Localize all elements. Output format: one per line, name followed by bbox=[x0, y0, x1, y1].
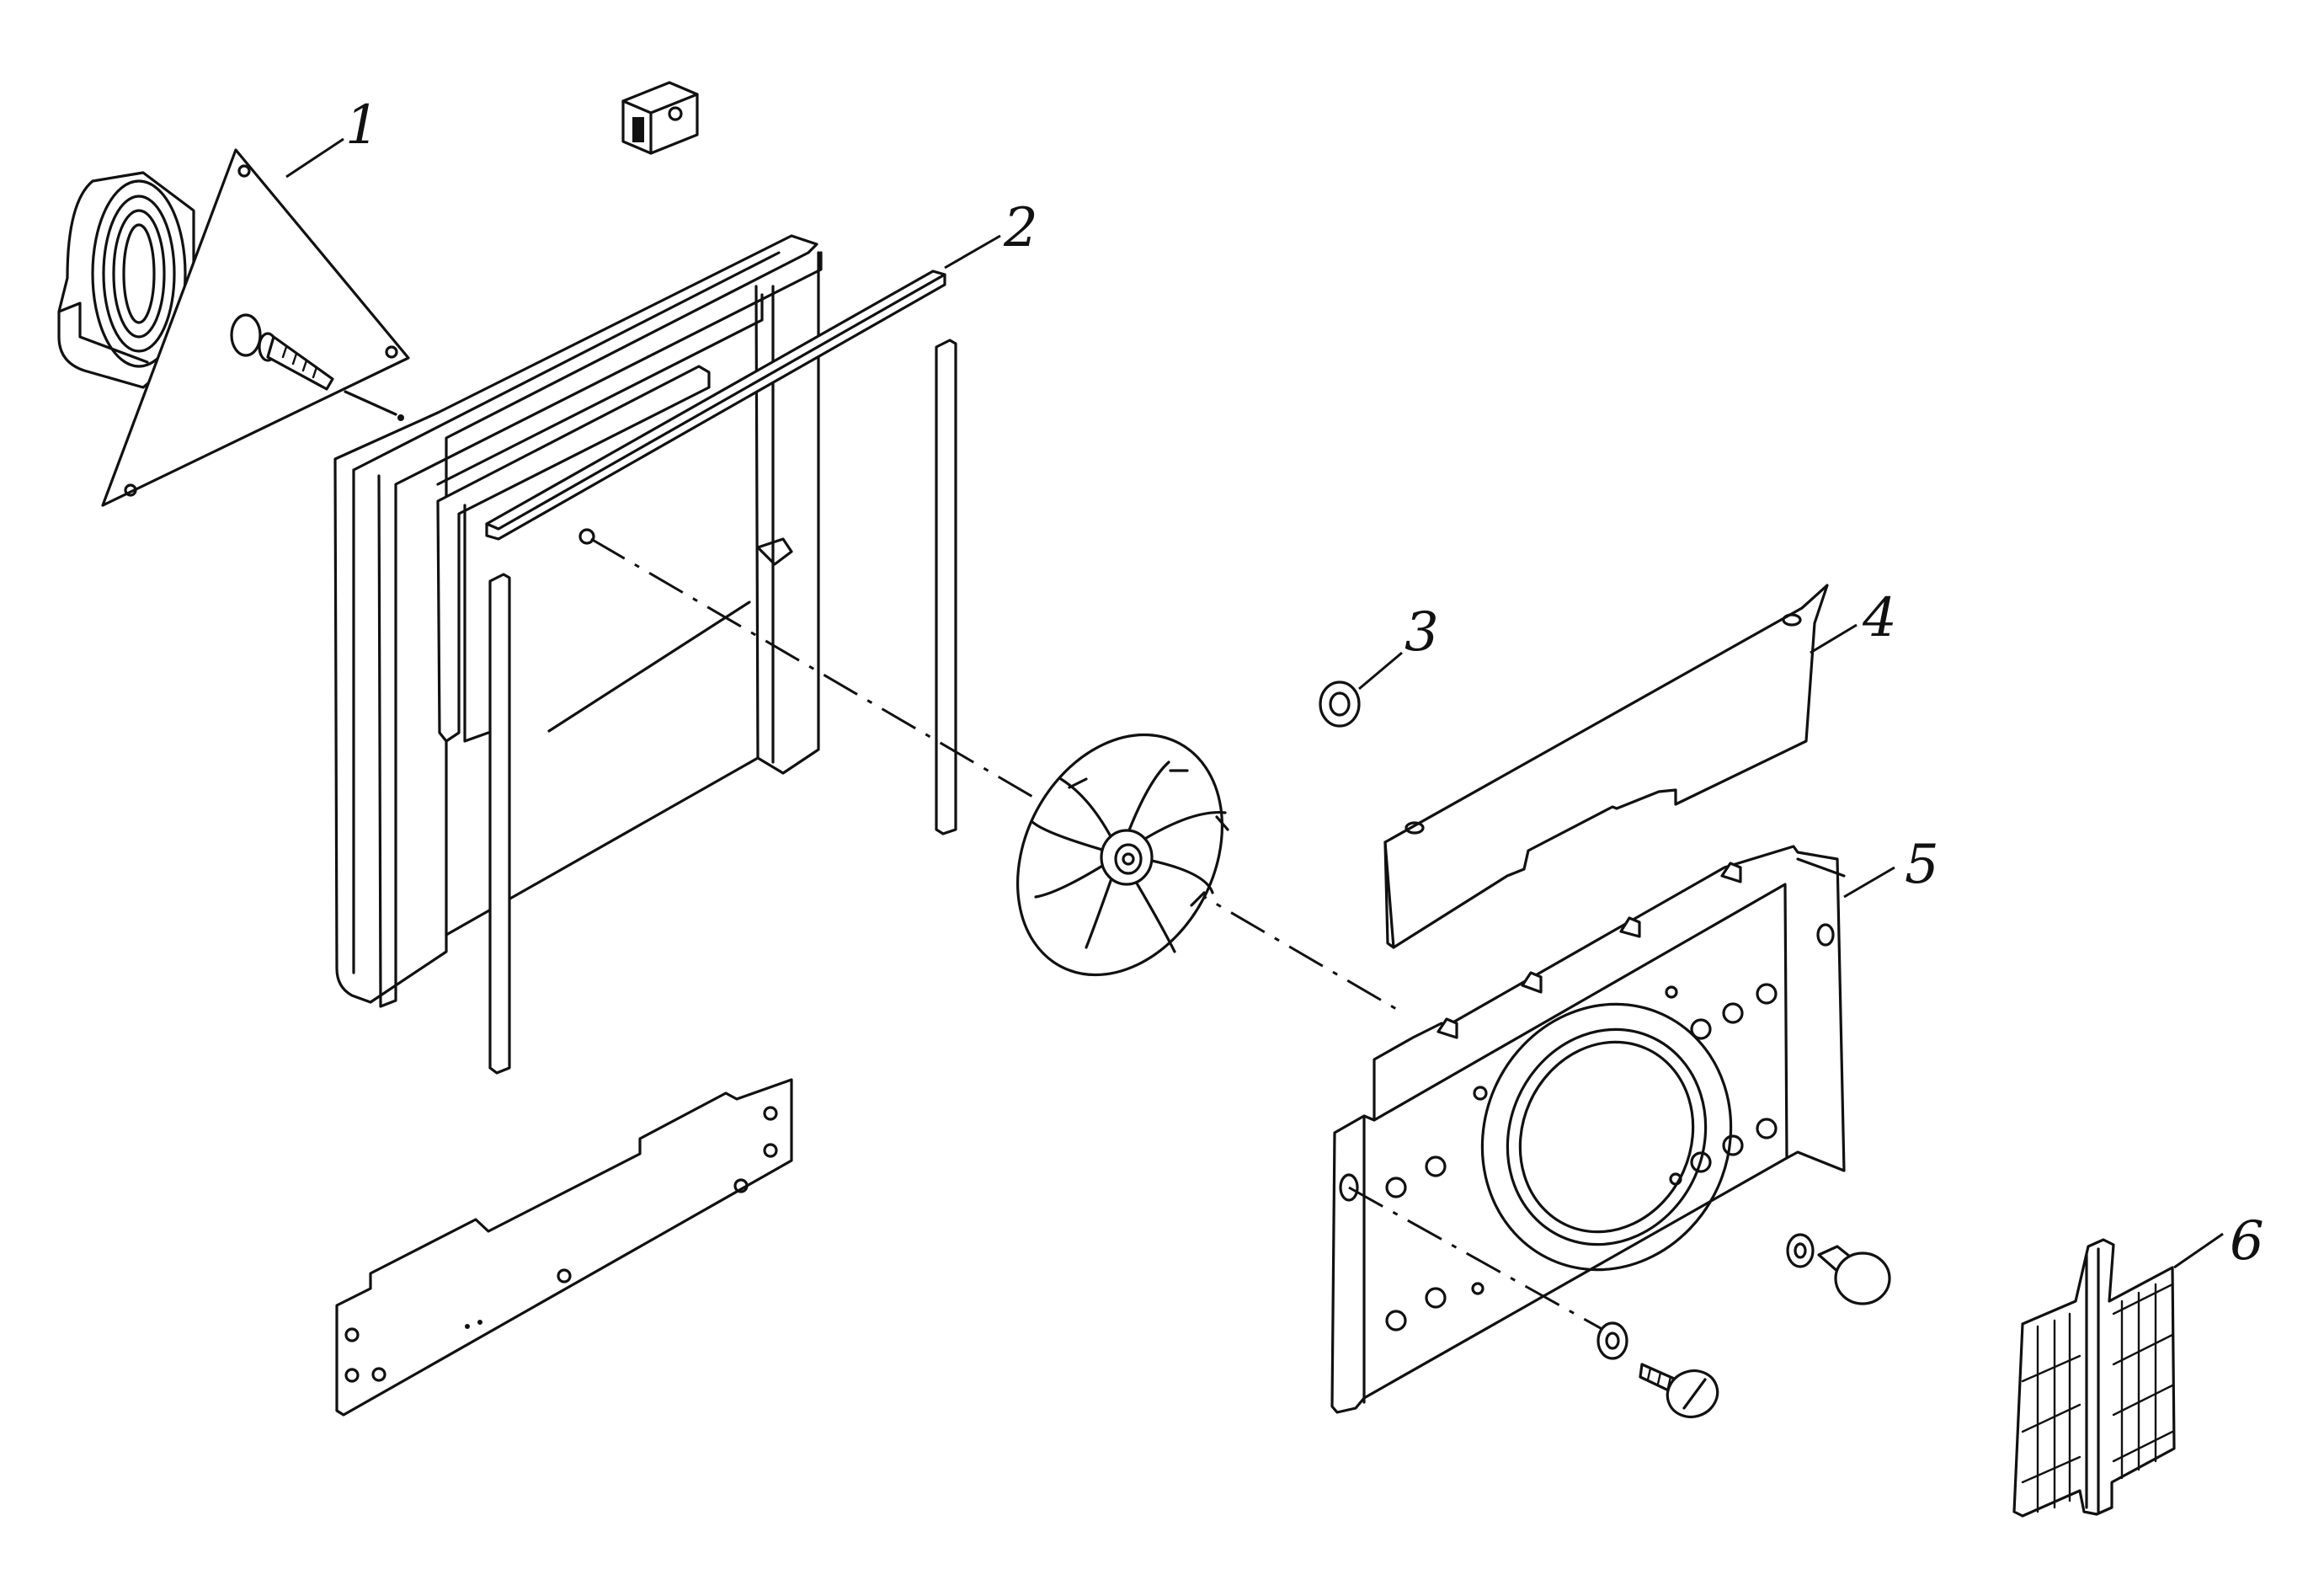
callout-4: 4 bbox=[1810, 587, 1897, 654]
strip-seal-left bbox=[488, 573, 511, 1075]
callout-2-number: 2 bbox=[1003, 197, 1038, 259]
callout-4-number: 4 bbox=[1862, 587, 1897, 649]
screw bbox=[1596, 1321, 1719, 1418]
strip-seal-long bbox=[485, 270, 946, 541]
bottom-mounting-bracket bbox=[335, 1078, 793, 1417]
shaft-mount-hole bbox=[578, 528, 595, 545]
callout-3: 3 bbox=[1358, 601, 1439, 691]
terminal-block bbox=[621, 81, 699, 155]
fan-shaft-centerline bbox=[590, 537, 1403, 1014]
callout-1: 1 bbox=[285, 94, 380, 179]
baffle-plate bbox=[1330, 845, 1846, 1414]
strip-seal-right bbox=[935, 339, 957, 835]
washer bbox=[1319, 680, 1361, 728]
callout-1-number: 1 bbox=[345, 94, 380, 157]
guard-grille bbox=[2012, 1238, 2176, 1518]
fan-impeller bbox=[1015, 733, 1229, 977]
screw-centerline bbox=[1348, 1186, 1613, 1337]
callout-5-number: 5 bbox=[1905, 834, 1939, 896]
callout-5: 5 bbox=[1843, 834, 1939, 899]
fan-housing-frame bbox=[333, 234, 823, 1008]
callout-2: 2 bbox=[944, 197, 1038, 270]
callout-6-number: 6 bbox=[2230, 1210, 2264, 1273]
callout-3-number: 3 bbox=[1405, 601, 1439, 664]
callout-6: 6 bbox=[2173, 1210, 2264, 1273]
cover-plate bbox=[1383, 584, 1829, 949]
cap-nut bbox=[1786, 1233, 1891, 1305]
fan-motor-assembly bbox=[57, 148, 410, 507]
